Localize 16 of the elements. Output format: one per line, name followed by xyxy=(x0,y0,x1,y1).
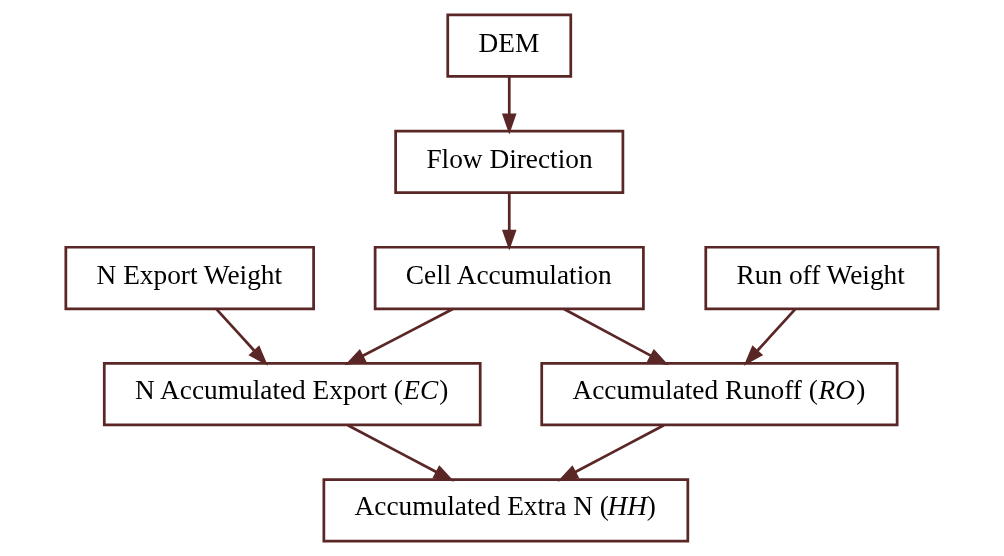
node-box: Flow Direction xyxy=(394,129,625,194)
node-box: Cell Accumulation xyxy=(373,245,645,311)
node-box: Accumulated Extra N (HH) xyxy=(322,478,690,543)
arrow xyxy=(347,424,455,482)
arrow xyxy=(557,424,665,482)
arrow xyxy=(344,307,454,366)
arrow xyxy=(563,307,669,366)
arrow xyxy=(743,308,797,366)
arrow xyxy=(501,76,517,135)
node-box: DEM xyxy=(446,13,573,78)
node-box: N Accumulated Export (EC) xyxy=(102,362,482,427)
arrow xyxy=(501,193,517,251)
node-box: N Export Weight xyxy=(64,245,315,311)
node-box: Accumulated Runoff (RO) xyxy=(540,362,899,427)
arrow xyxy=(215,308,268,366)
node-box: Run off Weight xyxy=(704,245,940,311)
